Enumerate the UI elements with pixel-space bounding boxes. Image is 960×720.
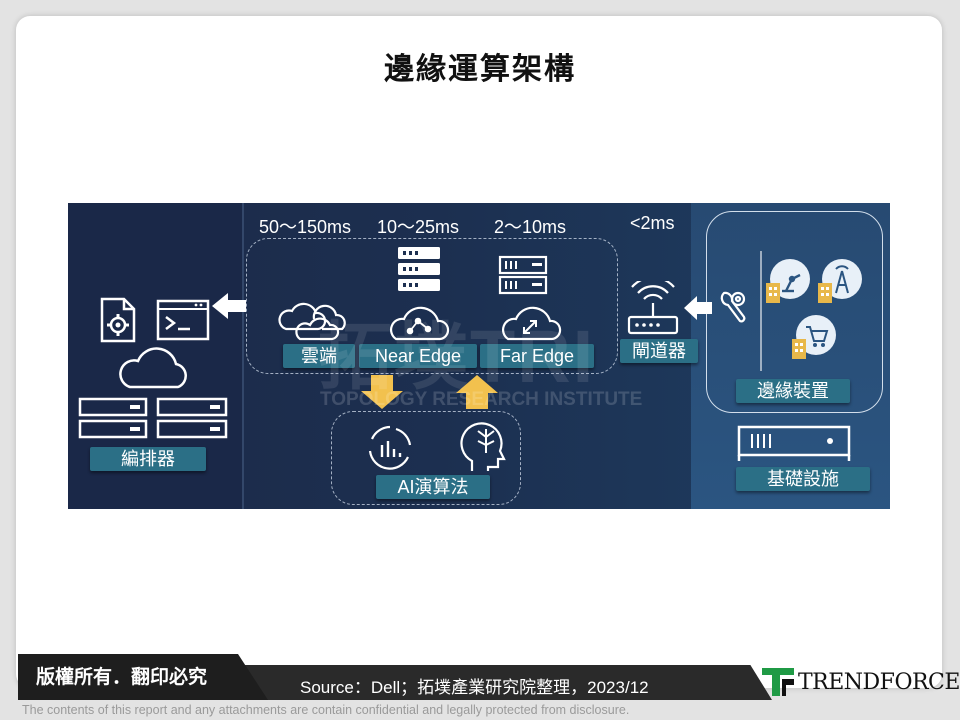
label-cloud: 雲端 <box>283 344 355 368</box>
divider <box>760 251 762 371</box>
arrow-up-icon <box>456 375 498 409</box>
arrow-left-icon <box>212 293 246 319</box>
server-rack-icon <box>498 255 548 295</box>
network-cloud-icon <box>389 306 450 341</box>
latency-near-edge: 10～25ms <box>377 217 460 237</box>
label-far-edge: Far Edge <box>480 344 594 368</box>
label-orchestrator: 編排器 <box>90 447 206 471</box>
settings-file-icon <box>100 297 136 343</box>
label-near-edge: Near Edge <box>359 344 477 368</box>
trendforce-logo-text: TRENDFORCE <box>798 670 960 695</box>
server-racks-icon <box>78 397 228 439</box>
terminal-window-icon <box>156 299 210 341</box>
edge-tier-container <box>246 238 618 374</box>
expand-cloud-icon <box>501 306 562 341</box>
router-icon <box>627 281 679 335</box>
device-panel <box>691 203 890 509</box>
cloud-cluster-icon <box>278 302 346 341</box>
server-appliance-icon <box>737 425 851 461</box>
latency-cloud: 50～150ms <box>259 217 352 237</box>
trendforce-logo: TRENDFORCE <box>760 662 960 700</box>
cloud-icon <box>119 347 187 389</box>
page-title: 邊緣運算架構 <box>384 52 576 87</box>
latency-far-edge: 2～10ms <box>494 217 567 237</box>
arrow-left-icon <box>684 296 712 320</box>
label-edge-devices: 邊緣裝置 <box>736 379 850 403</box>
arrow-down-icon <box>361 375 403 409</box>
copyright-notice: 版權所有．翻印必究 <box>18 654 268 700</box>
shopping-cart-icon <box>792 315 836 359</box>
trendforce-logo-icon <box>762 668 794 696</box>
label-infrastructure: 基礎設施 <box>736 467 870 491</box>
tools-icon <box>720 291 746 323</box>
label-gateway: 閘道器 <box>620 339 698 363</box>
server-stack-icon <box>398 247 440 291</box>
ai-container <box>331 411 521 505</box>
cell-tower-icon <box>818 259 862 303</box>
source-bar <box>232 665 772 700</box>
source-text: Source：Dell；拓墣產業研究院整理，2023/12 <box>300 678 649 697</box>
ai-head-icon <box>460 422 506 471</box>
latency-gateway: <2ms <box>630 213 675 233</box>
edge-architecture-diagram: 50～150ms 10～25ms 2～10ms <2ms 編排器 <box>68 203 890 509</box>
disclaimer: The contents of this report and any atta… <box>22 703 630 717</box>
label-ai-algorithm: AI演算法 <box>376 475 490 499</box>
analytics-icon <box>368 425 412 470</box>
robot-arm-icon <box>766 259 810 303</box>
